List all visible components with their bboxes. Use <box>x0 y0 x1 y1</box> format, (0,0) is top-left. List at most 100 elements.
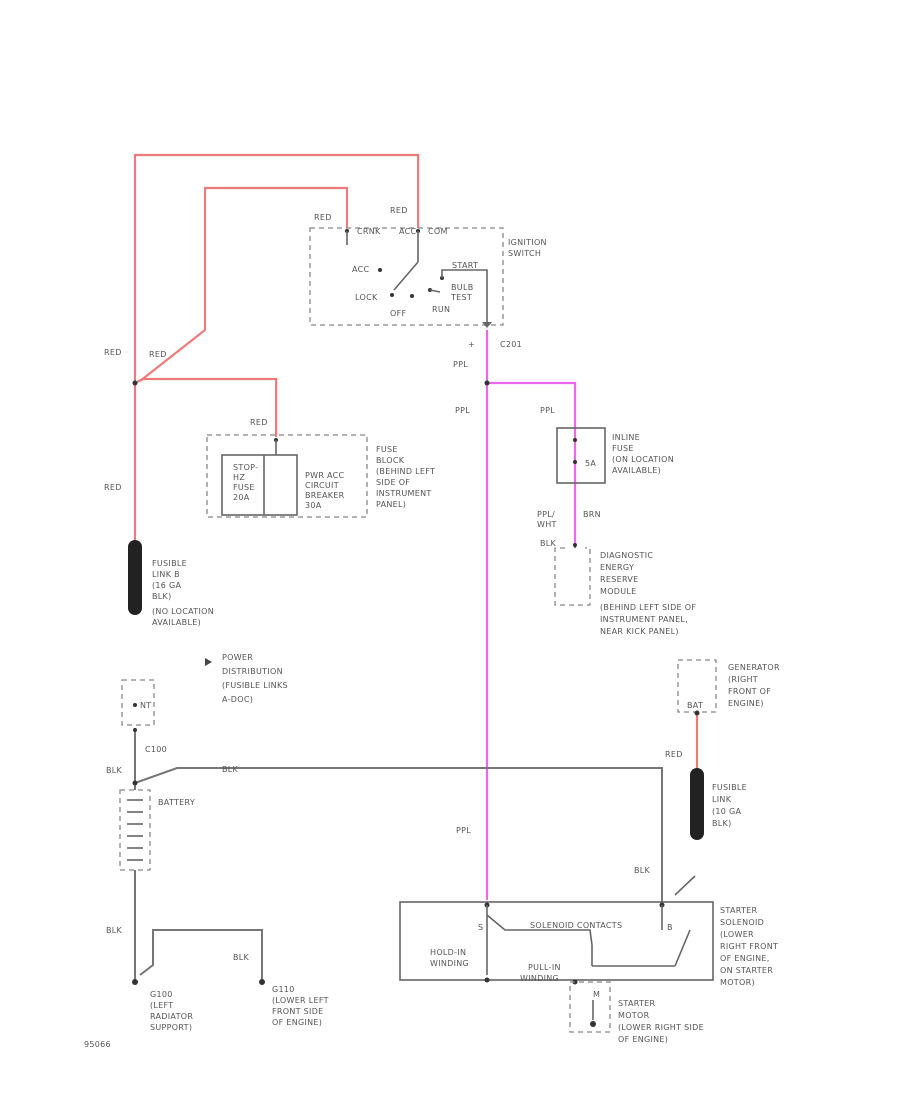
power-dist-label-3: (FUSIBLE LINKS <box>222 681 288 690</box>
generator-label-1: GENERATOR <box>728 663 780 672</box>
diagram-id: 95066 <box>84 1040 111 1049</box>
stop-hz-fuse-label-2: HZ <box>233 473 245 482</box>
wire-label-brn: BRN <box>583 510 601 519</box>
inline-fuse: 5A INLINE FUSE (ON LOCATION AVAILABLE) <box>556 427 674 484</box>
sdm-label-3: RESERVE <box>600 575 639 584</box>
starter-solenoid-label-5: OF ENGINE, <box>720 954 770 963</box>
red-wire-inner <box>139 186 349 382</box>
fuse-block-inner-box <box>221 454 298 516</box>
power-distribution-note: POWER DISTRIBUTION (FUSIBLE LINKS A-DOC) <box>205 653 288 704</box>
ignition-switch-name-1: IGNITION <box>508 238 547 247</box>
power-dist-label-4: A-DOC) <box>222 695 253 704</box>
wire-label-red-3: RED <box>250 418 268 427</box>
generator-terminal-label: BAT <box>687 701 703 710</box>
battery: BATTERY BLK BLK BLK BLK <box>106 765 249 962</box>
ignition-wiper-contact <box>393 261 419 291</box>
fusible-link-b-label-6: AVAILABLE) <box>152 618 201 627</box>
ignition-pos-run-label: RUN <box>432 305 450 314</box>
fusible-link-b-label-3: (16 GA <box>152 581 182 590</box>
solenoid-switch-contact <box>674 929 691 967</box>
fuse-block-label-6: PANEL) <box>376 500 406 509</box>
fuse-block-label-2: BLOCK <box>376 456 405 465</box>
starter-motor-ground-dot <box>590 1021 596 1027</box>
wire-label-blk-3: BLK <box>106 926 123 935</box>
fuse-block: STOP- HZ FUSE 20A PWR ACC CIRCUIT BREAKE… <box>206 434 435 518</box>
solenoid-contacts-label: SOLENOID CONTACTS <box>530 921 622 930</box>
sdm-label-6: INSTRUMENT PANEL, <box>600 615 688 624</box>
ignition-acc-term-label: ACC <box>399 227 417 236</box>
ignition-pos-acc-label: ACC <box>352 265 370 274</box>
c100-terminal <box>133 728 137 732</box>
ignition-pos-start-label: START <box>452 261 478 270</box>
wire-label-ppl-4: PPL <box>456 826 471 835</box>
starter-leader-line <box>674 875 696 896</box>
ignition-pos-bulb-label-2: TEST <box>450 293 472 302</box>
fusible-link-10ga-label-3: (10 GA <box>712 807 742 816</box>
g110-label-4: OF ENGINE) <box>272 1018 322 1027</box>
battery-splice <box>132 780 138 786</box>
junction-block: NT C100 <box>121 679 167 786</box>
starter-solenoid-box <box>399 901 714 981</box>
starter-solenoid: BLK S B SOLENOID CONTACTS HOLD-IN WINDIN… <box>399 866 778 987</box>
power-distribution-arrow <box>205 658 212 666</box>
generator-bat-terminal <box>694 710 700 716</box>
starter-s-label: S <box>478 923 483 932</box>
c201-plus-mark: + <box>468 340 475 349</box>
fuse-block-label-4: SIDE OF <box>376 478 410 487</box>
wire-label-blk-starter: BLK <box>634 866 651 875</box>
c201-arrow <box>482 322 492 328</box>
connector-c201: + C201 <box>468 322 522 386</box>
ignition-pos-lock-label: LOCK <box>355 293 378 302</box>
fusible-link-10ga-label-2: LINK <box>712 795 732 804</box>
ignition-contact-lock <box>390 293 394 297</box>
starter-solenoid-label-1: STARTER <box>720 906 758 915</box>
sdm-terminal <box>573 543 577 547</box>
ignition-pos-off-label: OFF <box>390 309 406 318</box>
g110-label-2: (LOWER LEFT <box>272 996 329 1005</box>
fusible-link-b-label-4: BLK) <box>152 592 172 601</box>
generator-label-2: (RIGHT <box>728 675 758 684</box>
hold-in-label-2: WINDING <box>430 959 469 968</box>
ignition-contact-acc <box>378 268 382 272</box>
fusible-link-b-body <box>128 540 142 615</box>
sdm-label-1: DIAGNOSTIC <box>600 551 653 560</box>
fusible-link-b-label-1: FUSIBLE <box>152 559 187 568</box>
fusible-link-b: FUSIBLE LINK B (16 GA BLK) (NO LOCATION … <box>128 540 214 627</box>
ignition-switch-name-2: SWITCH <box>508 249 541 258</box>
wire-label-ppl-3: PPL <box>540 406 555 415</box>
sdm-label-7: NEAR KICK PANEL) <box>600 627 679 636</box>
generator-label-3: FRONT OF <box>728 687 771 696</box>
starter-solenoid-label-3: (LOWER <box>720 930 754 939</box>
starter-motor-label-2: MOTOR <box>618 1011 650 1020</box>
g110-label-3: FRONT SIDE <box>272 1007 324 1016</box>
ignition-red-left-label: RED <box>314 213 332 222</box>
starter-motor: M STARTER MOTOR (LOWER RIGHT SIDE OF ENG… <box>569 981 704 1044</box>
generator-label-4: ENGINE) <box>728 699 764 708</box>
g100-label-4: SUPPORT) <box>150 1023 192 1032</box>
fuse-block-label-5: INSTRUMENT <box>376 489 432 498</box>
starter-solenoid-label-2: SOLENOID <box>720 918 764 927</box>
ignition-crnk-label: CRNK <box>357 227 381 236</box>
fusible-link-10ga-body <box>690 768 704 840</box>
inline-fuse-label-2: FUSE <box>612 444 634 453</box>
wire-label-ppl-wht-2: WHT <box>537 520 557 529</box>
wire-label-red-1: RED <box>104 348 122 357</box>
fusible-link-b-label-2: LINK B <box>152 570 180 579</box>
g100-label-2: (LEFT <box>150 1001 173 1010</box>
battery-body <box>119 789 151 871</box>
pwr-acc-cb-label-3: BREAKER <box>305 491 345 500</box>
wire-labels-upper: RED RED RED RED PPL PPL PPL PPL BRN PPL/… <box>104 348 601 835</box>
red-wires <box>133 153 699 770</box>
wire-label-ppl-wht-1: PPL/ <box>537 510 555 519</box>
red-wire-outer <box>133 153 420 385</box>
fusible-link-10ga-label-4: BLK) <box>712 819 732 828</box>
ignition-pos-bulb-label-1: BULB <box>451 283 474 292</box>
wire-label-ppl-1: PPL <box>453 360 468 369</box>
inline-fuse-top-terminal <box>573 438 577 442</box>
starter-solenoid-label-4: RIGHT FRONT <box>720 942 778 951</box>
generator-red-label: RED <box>665 750 683 759</box>
inline-fuse-bottom-terminal <box>573 460 577 464</box>
wire-label-red-4: RED <box>104 483 122 492</box>
inline-fuse-label-1: INLINE <box>612 433 640 442</box>
sdm-label-5: (BEHIND LEFT SIDE OF <box>600 603 696 612</box>
